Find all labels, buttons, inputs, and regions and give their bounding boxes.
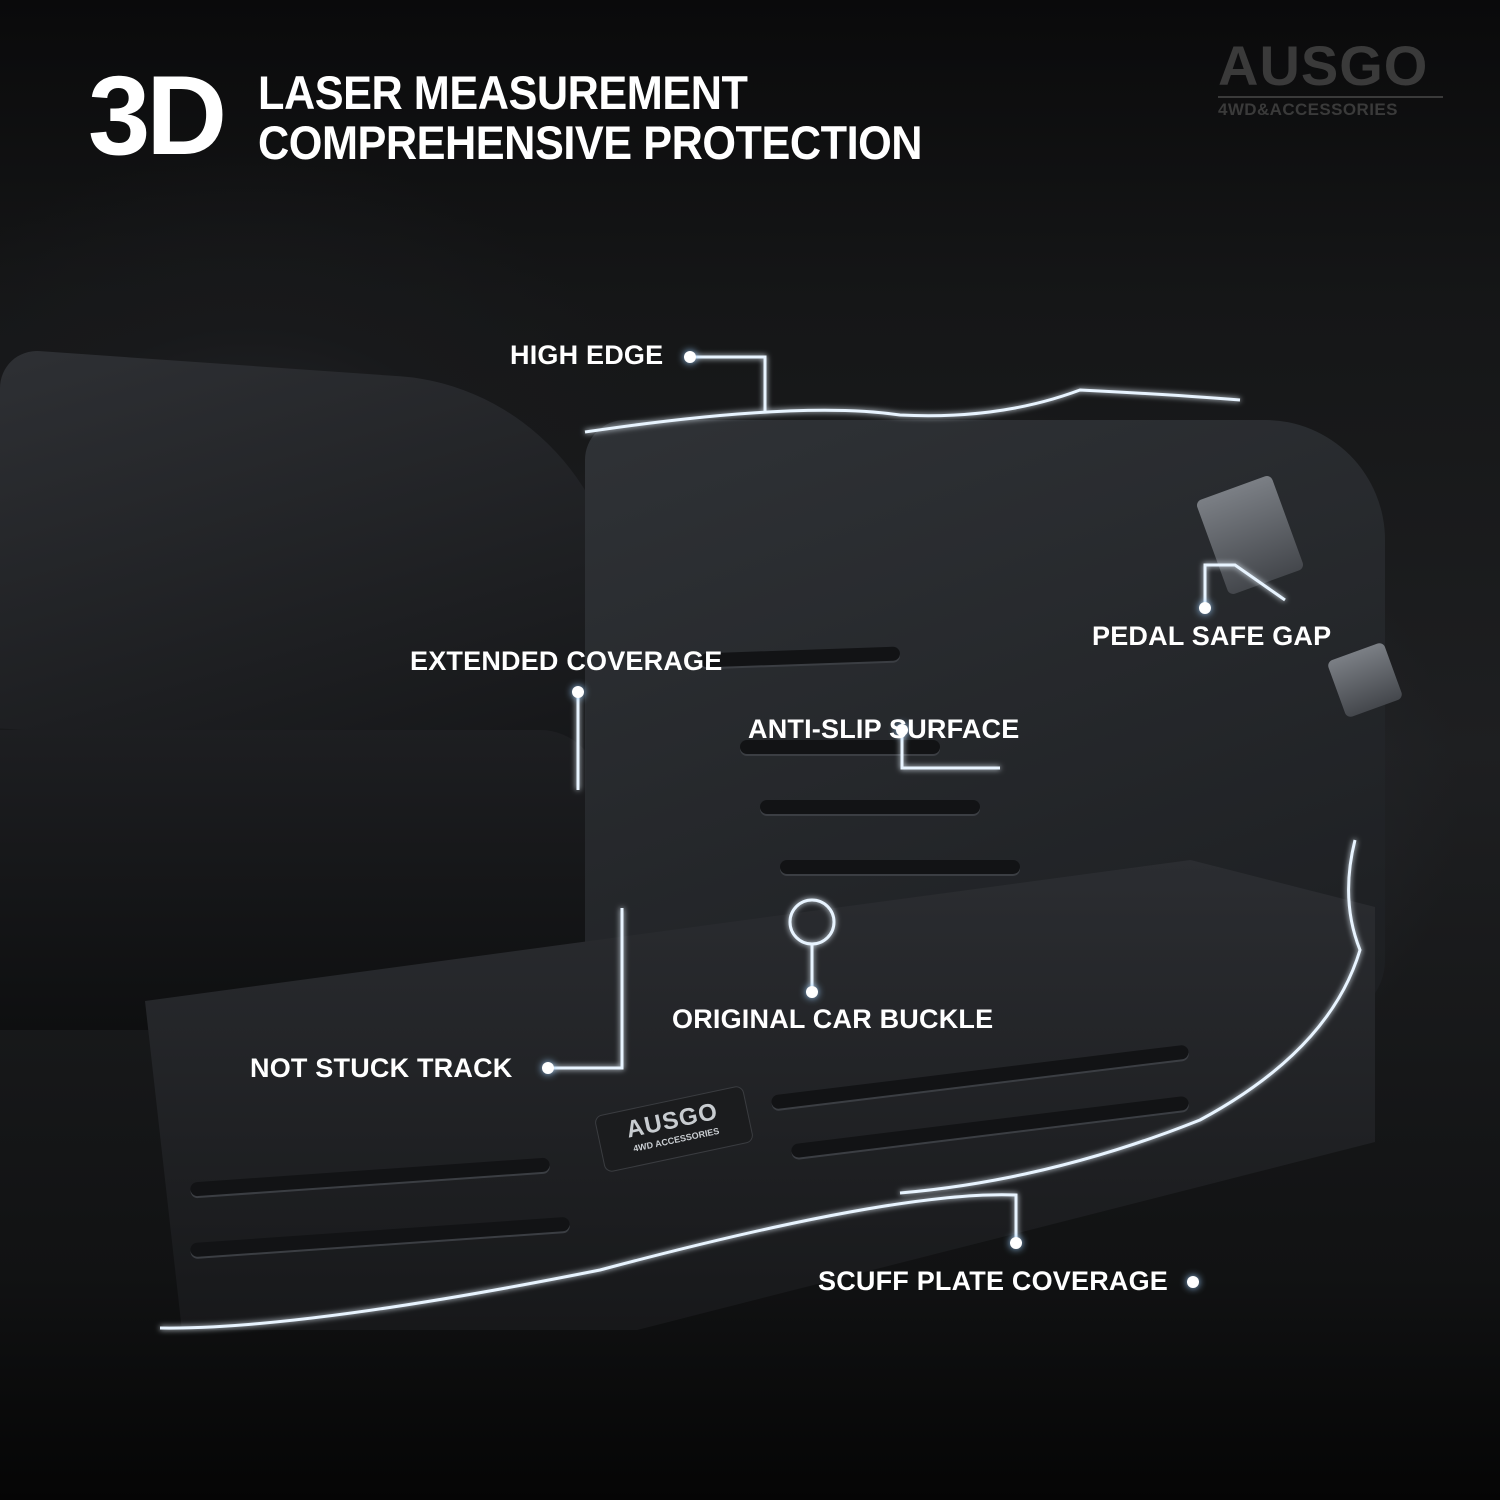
not-stuck-track-dot (542, 1062, 554, 1074)
headline-line-2: COMPREHENSIVE PROTECTION (258, 116, 923, 169)
pedal-gap-dot (1199, 602, 1211, 614)
logo-tagline: 4WD&ACCESSORIES (1218, 100, 1398, 119)
brand-logo: AUSGO 4WD&ACCESSORIES (1218, 34, 1443, 120)
extended-coverage-dot (572, 686, 584, 698)
scuff-plate-dot (1010, 1237, 1022, 1249)
extended-coverage-label: EXTENDED COVERAGE (410, 646, 723, 676)
pedal-safe-gap-label: PEDAL SAFE GAP (1092, 621, 1332, 651)
original-car-buckle-label: ORIGINAL CAR BUCKLE (672, 1004, 994, 1034)
car-buckle-dot (806, 986, 818, 998)
anti-slip-surface-label: ANTI-SLIP SURFACE (748, 714, 1020, 744)
high-edge-label: HIGH EDGE (510, 340, 664, 370)
scuff-plate-coverage-label: SCUFF PLATE COVERAGE (818, 1266, 1169, 1296)
anti-slip-dot (896, 724, 908, 736)
headline: LASER MEASUREMENT COMPREHENSIVE PROTECTI… (258, 66, 923, 169)
mat-rib (780, 860, 1020, 874)
scuff-plate-end-dot (1187, 1276, 1199, 1288)
not-stuck-track-label: NOT STUCK TRACK (250, 1053, 513, 1083)
mat-rib (740, 740, 940, 754)
title-3d: 3D (88, 53, 227, 178)
mat-rib (760, 800, 980, 814)
logo-wordmark: AUSGO (1218, 34, 1429, 97)
logo-divider (1218, 96, 1443, 98)
high-edge-dot (684, 351, 696, 363)
headline-line-1: LASER MEASUREMENT (258, 66, 748, 119)
